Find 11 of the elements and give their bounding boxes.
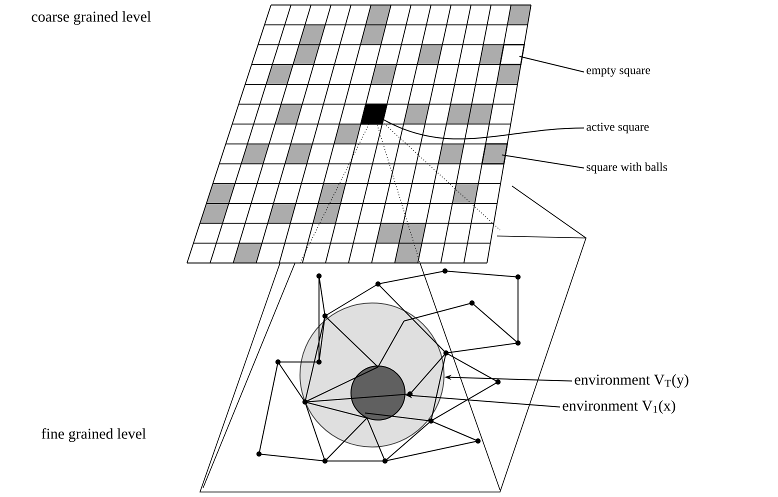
leader-line <box>518 56 584 72</box>
leader-line <box>501 154 584 168</box>
callout-label: environment V$_{T}$(y) <box>574 374 688 388</box>
callout-label: environment V$_{1}$(x) <box>562 400 676 414</box>
callout-label: square with balls <box>586 162 668 174</box>
callout-label: active square <box>586 122 649 134</box>
environment-disc <box>350 366 406 420</box>
callout-label: empty square <box>586 67 650 77</box>
level-label: fine grained level <box>42 428 146 442</box>
level-label: coarse grained level <box>32 11 151 25</box>
leader-line <box>380 118 584 140</box>
